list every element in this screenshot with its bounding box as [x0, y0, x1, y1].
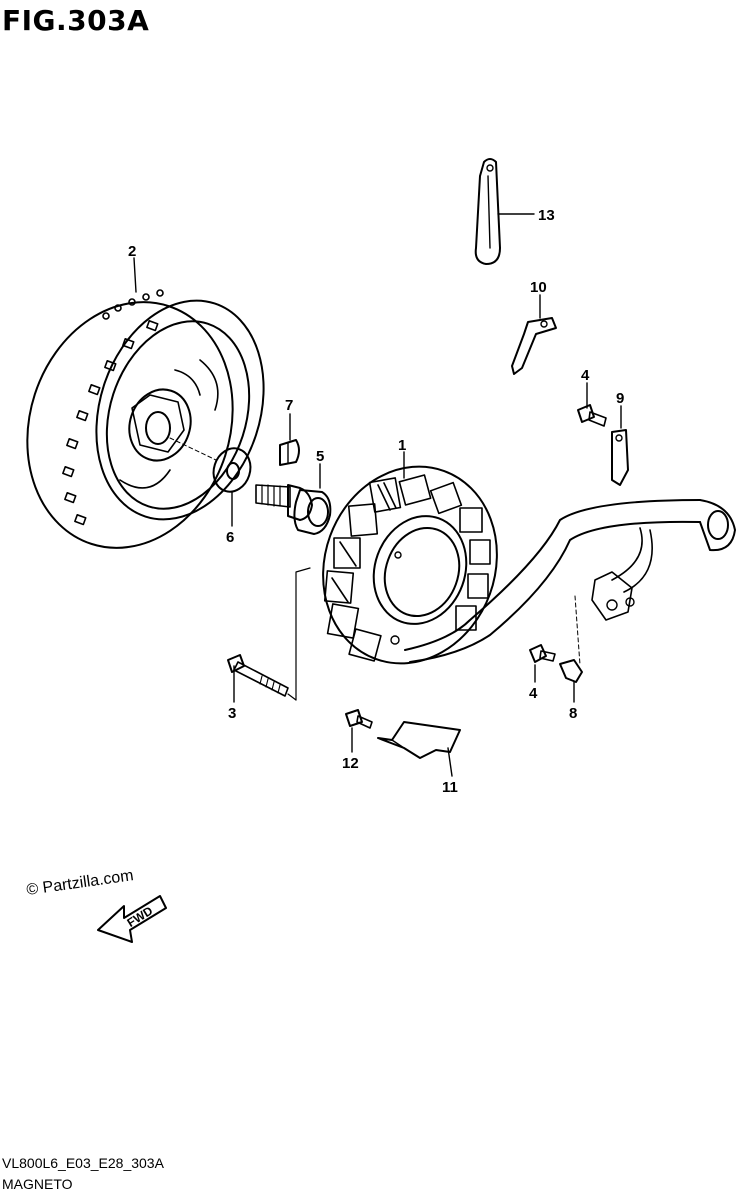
clamp-11 — [377, 721, 461, 759]
fwd-label: FWD — [125, 903, 156, 930]
rotor-bolt — [255, 484, 332, 535]
callout-5: 5 — [316, 448, 324, 465]
clamp-8 — [559, 595, 583, 683]
strap-13 — [474, 158, 501, 265]
stator-bolt — [227, 567, 311, 701]
small-bolt-12 — [345, 709, 373, 729]
callout-12: 12 — [342, 755, 359, 772]
callout-7: 7 — [285, 397, 293, 414]
callout-10: 10 — [530, 279, 547, 296]
clamp-9 — [611, 429, 629, 486]
stator — [322, 465, 498, 665]
callout-6: 6 — [226, 529, 234, 546]
callout-9: 9 — [616, 390, 624, 407]
wire-harness — [404, 499, 736, 663]
leader-lines — [133, 213, 622, 777]
callout-4-upper: 4 — [581, 367, 590, 384]
callout-2: 2 — [128, 243, 136, 260]
screw-4-lower — [529, 644, 556, 663]
rotor-flywheel — [26, 289, 265, 549]
callout-3: 3 — [228, 705, 236, 722]
figure-title: FIG.303A — [2, 4, 150, 37]
callout-11: 11 — [442, 779, 458, 796]
key — [279, 439, 300, 466]
diagram-name: MAGNETO — [2, 1176, 73, 1192]
callout-4-lower: 4 — [529, 685, 538, 702]
callout-1: 1 — [398, 437, 406, 454]
callout-8: 8 — [569, 705, 577, 722]
callout-13: 13 — [538, 207, 555, 224]
clamp-10 — [511, 317, 557, 375]
fwd-arrow-icon: FWD — [97, 895, 167, 943]
diagram-code: VL800L6_E03_E28_303A — [2, 1155, 164, 1171]
washer — [169, 437, 252, 493]
screw-4-upper — [577, 404, 607, 427]
